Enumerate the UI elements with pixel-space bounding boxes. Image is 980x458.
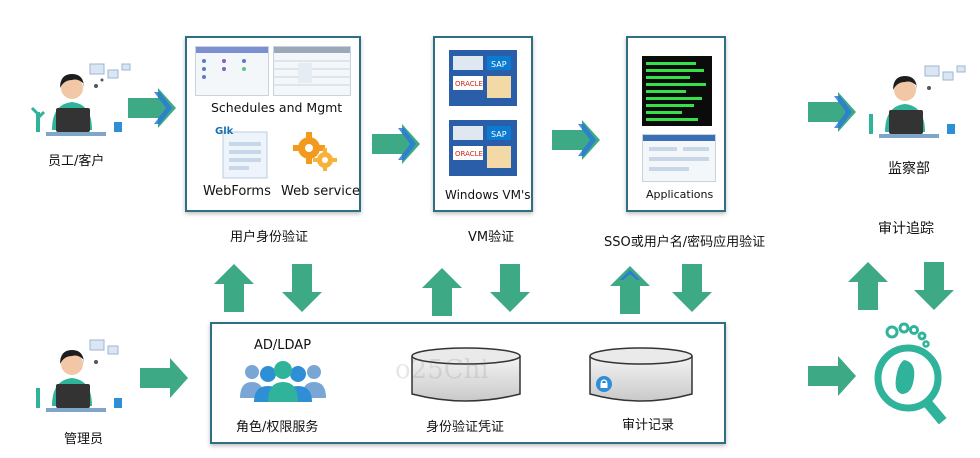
database-cylinder-icon (589, 347, 693, 402)
schedules-label: Schedules and Mgmt (211, 100, 343, 115)
arrow-down-1 (282, 264, 322, 314)
webservice-label: Web service (281, 184, 361, 199)
svg-text:ORACLE: ORACLE (455, 150, 483, 158)
credentials-database (410, 346, 522, 404)
arrow-down-4 (914, 262, 954, 312)
admin-label: 管理员 (64, 432, 104, 447)
arrow-right-2 (372, 124, 422, 164)
arrow-right-5 (140, 358, 190, 398)
users-group-icon (238, 358, 328, 402)
person-at-laptop-icon (36, 339, 122, 412)
services-panel: AD/LDAP 角色/权限服务 身份验证凭证 审计记录 (210, 322, 726, 444)
terminal-screenshot (642, 56, 712, 126)
schedules-screenshot-1 (195, 46, 269, 96)
arrow-down-2 (490, 264, 530, 314)
svg-text:ORACLE: ORACLE (455, 80, 483, 88)
schedules-screenshot-2 (273, 46, 351, 96)
app-auth-panel: Applications (626, 36, 726, 212)
webforms-logo: Glk (213, 122, 273, 182)
arrow-right-1 (128, 88, 178, 128)
person-at-laptop-icon (869, 65, 966, 138)
arrow-right-3 (552, 120, 602, 160)
audit-trace-label: 审计追踪 (878, 221, 934, 237)
applications-label: Applications (646, 188, 714, 201)
arrow-down-3 (672, 264, 712, 314)
svg-text:SAP: SAP (491, 60, 507, 69)
roles-label: 角色/权限服务 (236, 420, 319, 435)
adldap-label: AD/LDAP (254, 338, 312, 353)
audit-log-database (588, 346, 694, 404)
vm-screenshot-1: SAP ORACLE (449, 50, 517, 106)
admin-figure (30, 336, 140, 416)
gear-icon (291, 128, 339, 172)
monitor-figure (862, 62, 974, 142)
footprint-magnifier-icon (868, 320, 960, 425)
monitor-label: 监察部 (888, 161, 930, 177)
arrow-up-2 (422, 268, 462, 318)
arrow-up-3 (610, 266, 650, 316)
employee-figure (30, 60, 140, 140)
arrow-up-4 (848, 262, 888, 312)
arrow-up-1 (214, 264, 254, 314)
vm-screenshot-2: SAP ORACLE (449, 120, 517, 176)
svg-text:Glk: Glk (215, 126, 234, 137)
windows-vm-label: Windows VM's (445, 188, 531, 202)
arrow-right-4 (808, 92, 858, 132)
applications-screenshot (642, 134, 716, 182)
credentials-label: 身份验证凭证 (426, 420, 505, 435)
audit-log-label: 审计记录 (622, 418, 675, 433)
vm-auth-panel: SAP ORACLE SAP ORACLE Windows VM's (433, 36, 533, 212)
person-at-laptop-icon (30, 63, 131, 136)
arrow-right-6 (808, 356, 858, 396)
user-auth-panel: Schedules and Mgmt Glk WebForms Web serv… (185, 36, 361, 212)
database-cylinder-icon (411, 347, 521, 402)
vm-auth-caption: VM验证 (468, 230, 515, 245)
watermark: o25Chi (395, 355, 489, 385)
lock-icon (596, 376, 612, 392)
user-auth-caption: 用户身份验证 (230, 230, 309, 245)
webforms-label: WebForms (203, 184, 271, 199)
employee-label: 员工/客户 (48, 154, 105, 169)
svg-text:SAP: SAP (491, 130, 507, 139)
app-auth-caption: SSO或用户名/密码应用验证 (604, 235, 766, 250)
